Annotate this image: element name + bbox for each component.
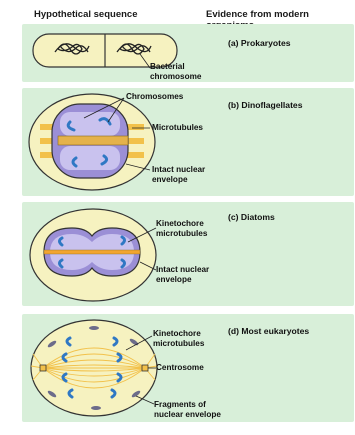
label-centrosome: Centrosome: [156, 363, 204, 373]
panel-title: (c) Diatoms: [228, 212, 275, 222]
diatom-diagram: [22, 202, 354, 306]
microtubule-channel: [58, 136, 128, 145]
centrosome-left: [40, 365, 46, 371]
panel-title: (a) Prokaryotes: [228, 38, 291, 48]
label-chromosomes: Chromosomes: [126, 92, 183, 102]
nucleus-inner: [60, 146, 120, 170]
envelope-fragment: [89, 326, 99, 330]
panel-title: (b) Dinoflagellates: [228, 100, 303, 110]
label-microtubules: Microtubules: [152, 123, 203, 133]
centrosome-right: [142, 365, 148, 371]
panel-title: (d) Most eukaryotes: [228, 326, 309, 336]
envelope-fragment: [91, 406, 101, 410]
header-hypothetical-sequence: Hypothetical sequence: [34, 9, 137, 20]
spindle-microtubules: [44, 250, 140, 254]
panel-dinoflagellates: (b) Dinoflagellates Chromosomes Microtub…: [22, 88, 354, 196]
